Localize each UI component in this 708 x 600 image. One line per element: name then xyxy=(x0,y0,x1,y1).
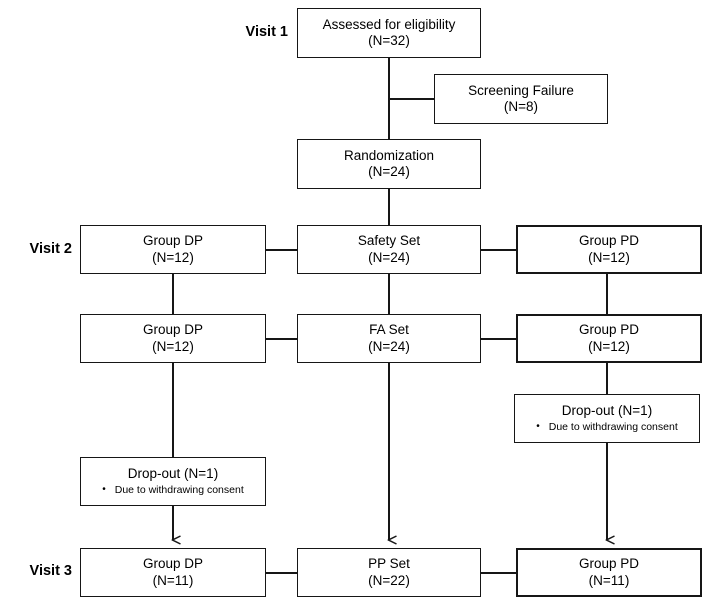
node-pp-group-pd-line2: (N=11) xyxy=(588,572,630,588)
node-dropout-right-bullet-row: • Due to withdrawing consent xyxy=(536,421,678,434)
visit-label-1-text: Visit 1 xyxy=(245,24,288,40)
node-randomization-line2: (N=24) xyxy=(368,164,410,179)
node-screening-failure-line2: (N=8) xyxy=(503,99,539,114)
node-dropout-left-title: Drop-out (N=1) xyxy=(127,466,219,482)
bullet-icon: • xyxy=(102,483,106,495)
node-dropout-right-title: Drop-out (N=1) xyxy=(561,403,653,419)
node-pp-group-dp-line1: Group DP xyxy=(142,556,204,572)
node-safety-group-dp-line1: Group DP xyxy=(142,233,204,249)
node-pp-group-pd-line1: Group PD xyxy=(578,556,640,572)
node-fa-set[interactable]: FA Set (N=24) xyxy=(297,314,481,363)
node-assessed-line1: Assessed for eligibility xyxy=(322,16,456,32)
node-dropout-left-bullet: Due to withdrawing consent xyxy=(114,483,244,496)
node-dropout-right[interactable]: Drop-out (N=1) • Due to withdrawing cons… xyxy=(514,394,700,443)
node-safety-group-pd-line2: (N=12) xyxy=(588,249,630,265)
node-randomization-line1: Randomization xyxy=(343,147,435,163)
node-randomization[interactable]: Randomization (N=24) xyxy=(297,139,481,189)
visit-label-1: Visit 1 xyxy=(188,24,288,40)
node-screening-failure-line1: Screening Failure xyxy=(468,82,574,98)
node-assessed-line2: (N=32) xyxy=(368,33,410,48)
node-pp-set[interactable]: PP Set (N=22) xyxy=(297,548,481,597)
node-pp-group-pd[interactable]: Group PD (N=11) xyxy=(516,548,702,597)
node-safety-group-dp-line2: (N=12) xyxy=(152,249,194,265)
node-safety-set-line2: (N=24) xyxy=(368,249,410,265)
node-safety-set-line1: Safety Set xyxy=(357,233,421,249)
node-fa-group-pd-line1: Group PD xyxy=(578,322,640,338)
node-safety-group-pd[interactable]: Group PD (N=12) xyxy=(516,225,702,274)
node-fa-group-pd-line2: (N=12) xyxy=(588,338,630,354)
node-fa-group-pd[interactable]: Group PD (N=12) xyxy=(516,314,702,363)
visit-label-2-text: Visit 2 xyxy=(29,241,72,257)
node-pp-group-dp-line2: (N=11) xyxy=(152,572,194,588)
node-safety-set[interactable]: Safety Set (N=24) xyxy=(297,225,481,274)
visit-label-2: Visit 2 xyxy=(0,241,72,257)
node-screening-failure[interactable]: Screening Failure (N=8) xyxy=(434,74,608,124)
bullet-icon: • xyxy=(536,420,540,432)
node-fa-group-dp-line2: (N=12) xyxy=(152,338,194,354)
node-fa-set-line1: FA Set xyxy=(369,322,409,338)
node-dropout-left-bullet-row: • Due to withdrawing consent xyxy=(102,484,244,497)
node-assessed-for-eligibility[interactable]: Assessed for eligibility (N=32) xyxy=(297,8,481,58)
node-safety-group-dp[interactable]: Group DP (N=12) xyxy=(80,225,266,274)
node-safety-group-pd-line1: Group PD xyxy=(578,233,640,249)
node-dropout-right-bullet: Due to withdrawing consent xyxy=(548,420,678,433)
visit-label-3-text: Visit 3 xyxy=(29,563,72,579)
node-fa-group-dp-line1: Group DP xyxy=(142,322,204,338)
node-pp-set-line1: PP Set xyxy=(368,556,410,572)
node-pp-set-line2: (N=22) xyxy=(368,572,410,588)
node-fa-group-dp[interactable]: Group DP (N=12) xyxy=(80,314,266,363)
node-dropout-left[interactable]: Drop-out (N=1) • Due to withdrawing cons… xyxy=(80,457,266,506)
node-fa-set-line2: (N=24) xyxy=(368,338,410,354)
node-pp-group-dp[interactable]: Group DP (N=11) xyxy=(80,548,266,597)
visit-label-3: Visit 3 xyxy=(0,563,72,579)
